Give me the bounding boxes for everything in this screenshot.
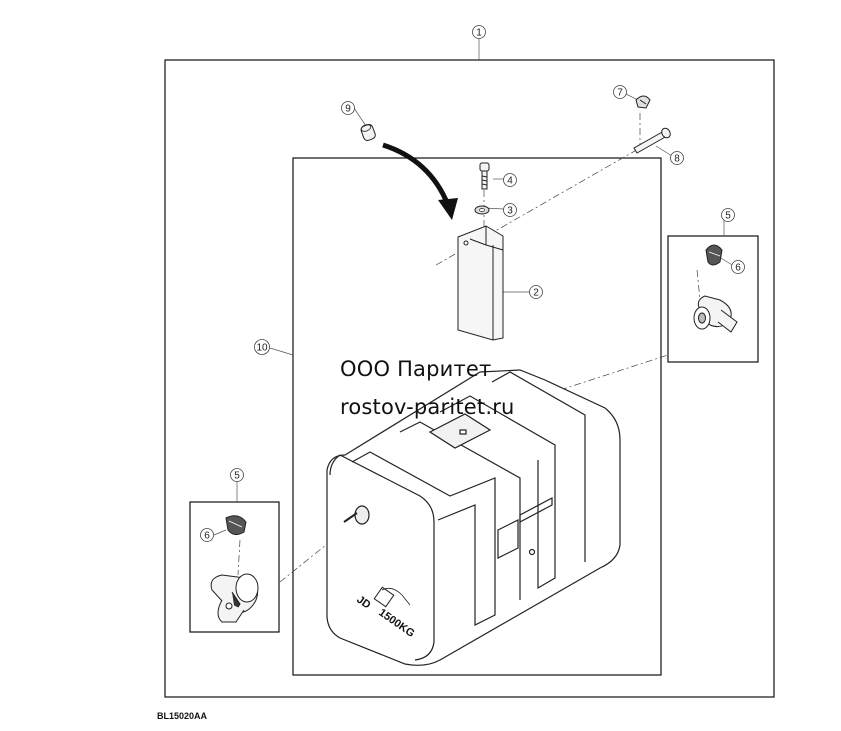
detail-right-parts: [693, 244, 738, 333]
inner-frame: [292, 157, 662, 676]
callout-7: 7: [613, 85, 627, 99]
svg-text:6: 6: [204, 531, 210, 542]
cap-part: [635, 95, 651, 109]
bolt-part: [479, 162, 490, 190]
insertion-arrow: [382, 142, 458, 220]
svg-text:5: 5: [234, 471, 240, 482]
callout-6-right: 6: [731, 260, 745, 274]
ballast-tank: [326, 369, 621, 666]
svg-text:9: 9: [345, 104, 351, 115]
detail-left-parts: [210, 515, 259, 623]
washer-part: [474, 205, 490, 215]
svg-text:5: 5: [725, 211, 731, 222]
callout-5-right: 5: [721, 208, 735, 222]
outer-frame: [164, 59, 775, 698]
callout-1: 1: [472, 25, 486, 39]
svg-text:4: 4: [507, 176, 513, 187]
svg-text:7: 7: [617, 88, 623, 99]
svg-text:3: 3: [507, 206, 513, 217]
callout-9: 9: [341, 101, 355, 115]
callout-2: 2: [529, 285, 543, 299]
callout-5-left: 5: [230, 468, 244, 482]
callout-3: 3: [503, 203, 517, 217]
svg-text:8: 8: [674, 154, 680, 165]
svg-text:2: 2: [533, 288, 539, 299]
callout-10: 10: [254, 339, 270, 355]
figure-code: BL15020AA: [157, 711, 208, 721]
pin-part: [633, 127, 671, 154]
callout-4: 4: [503, 173, 517, 187]
bracket-part: [457, 225, 504, 341]
svg-text:6: 6: [735, 263, 741, 274]
svg-text:1: 1: [476, 28, 482, 39]
watermark-company: ООО Паритет: [340, 357, 492, 381]
watermark-site: rostov-paritet.ru: [340, 395, 515, 419]
callout-8: 8: [670, 151, 684, 165]
svg-text:10: 10: [256, 343, 268, 354]
sleeve-part: [360, 123, 376, 141]
callout-6-left: 6: [200, 528, 214, 542]
